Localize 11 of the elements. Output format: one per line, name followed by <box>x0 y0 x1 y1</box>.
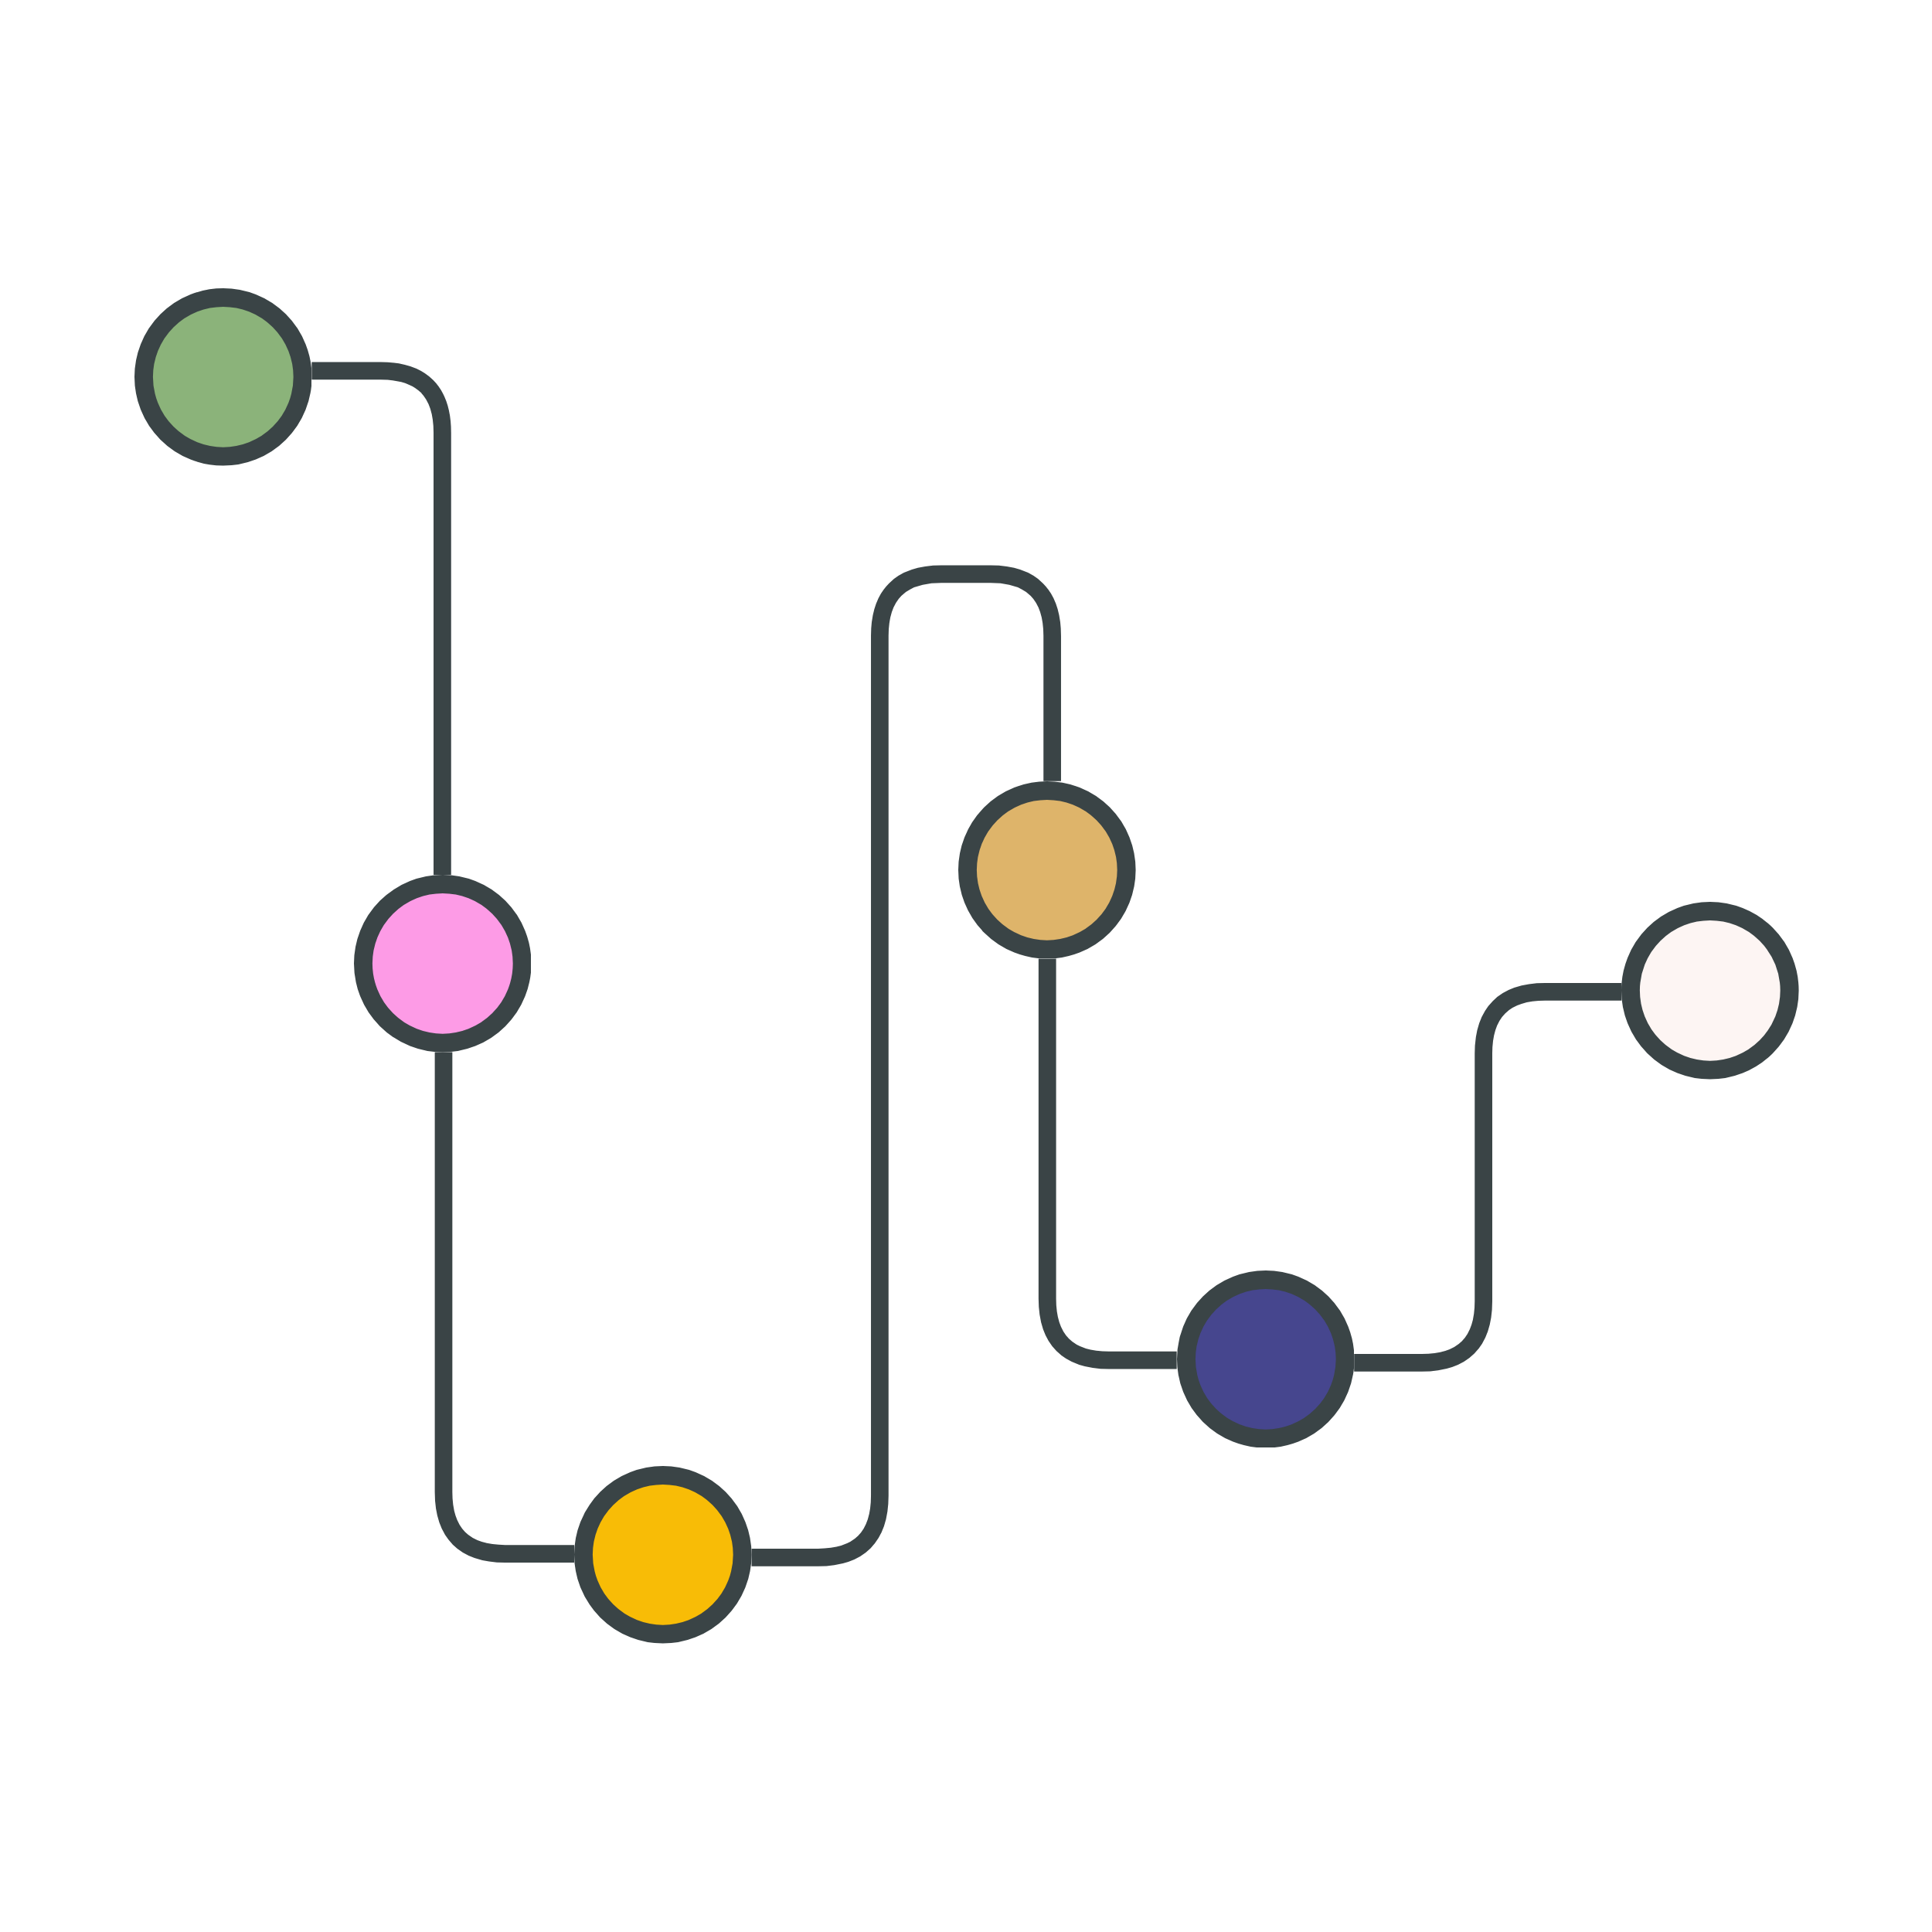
circle-node <box>134 288 312 466</box>
circle-node <box>353 875 532 1053</box>
connector-line <box>434 1052 574 1563</box>
circle-node <box>574 1466 752 1644</box>
circle-node <box>958 781 1136 959</box>
connector-line <box>751 565 1061 1566</box>
connector-line <box>1354 983 1622 1372</box>
circle-node <box>1621 902 1799 1080</box>
connector-line <box>1038 958 1177 1369</box>
circle-node <box>1176 1270 1355 1448</box>
connector-line <box>311 362 451 875</box>
